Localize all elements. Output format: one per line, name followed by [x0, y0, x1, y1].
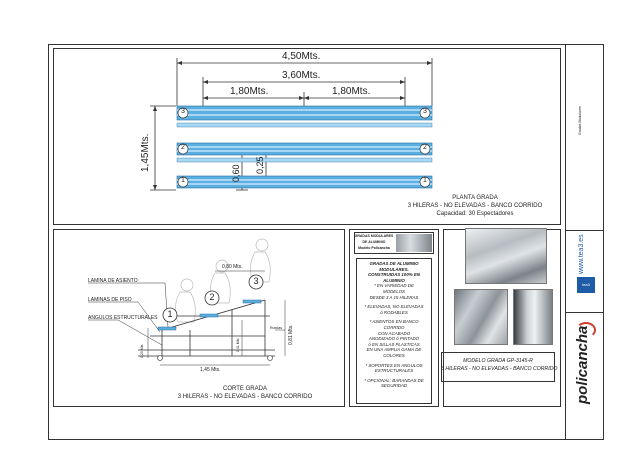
model-box [441, 352, 555, 382]
tea3-logo: tea3 [577, 277, 595, 293]
spec-line: ó RODABLES [380, 309, 408, 315]
plan-capacity: Capacidad: 30 Espectadores [436, 211, 514, 217]
titleblock-divider [565, 312, 604, 313]
row-number: 2 [423, 144, 427, 151]
brand-swoosh-icon [576, 322, 596, 338]
spec-lines: GRADAS DE ALUMINIO MODULARES. CONSTRUIDA… [356, 261, 432, 389]
spec-line: * EN VARIEDAD DE [374, 283, 414, 289]
spec-line: * OPCIONAL: BARANDAS DE [364, 377, 424, 383]
spec-line: ESTRUCTURALES [374, 368, 414, 374]
row-number: 1 [181, 177, 185, 184]
spec-panel [349, 229, 439, 407]
dim-020: 0,20 Mts. [140, 343, 144, 358]
spec-line: MODULARES. [379, 266, 409, 272]
spec-header-line1: GRADAS MODULARES [354, 234, 394, 238]
titleblock-text: Gradas Modulares [578, 106, 582, 135]
row-number: 3 [181, 108, 185, 115]
spec-line: MODELOS [383, 288, 405, 294]
row-number: 3 [423, 108, 427, 115]
label-ruedas: Ruedas [270, 326, 283, 330]
dim-081: 0,81 Mts. [288, 324, 294, 345]
section-title: CORTE GRADA [223, 386, 267, 392]
spec-header-line2: DE ALUMINIO [362, 240, 386, 244]
seat-number: 3 [253, 276, 259, 286]
dim-half-left: 1,80Mts. [230, 86, 269, 97]
spec-line: ALUMINIO [383, 277, 405, 283]
dim-080: 0,80 Mts. [222, 264, 243, 270]
spec-line: CORRIDO [383, 324, 405, 330]
spec-line: ANODIZADO ó PINTADO [368, 336, 420, 342]
spec-line: DESDE 3 A 15 HILERAS [369, 294, 419, 300]
titleblock-divider [565, 230, 604, 231]
spec-line: CON ACABADO [377, 330, 411, 336]
label-lamina-asiento: LAMINA DE ASIENTO [88, 278, 138, 284]
seat-number: 2 [209, 292, 215, 302]
spec-header-line3: Modelo Policancha [358, 246, 390, 250]
label-angulos: ANGULOS ESTRUCTURALES [88, 315, 158, 321]
row-number: 2 [181, 144, 185, 151]
model-line2: 3 HILERAS - NO ELEVADAS - BANCO CORRIDO [441, 366, 558, 372]
plan-subtitle: 3 HILERAS - NO ELEVADAS - BANCO CORRIDO [407, 203, 543, 209]
spec-line: * SOPORTES EN ANGULOS [365, 362, 423, 368]
section-subtitle: 3 HILERAS - NO ELEVADAS - BANCO CORRIDO [177, 394, 313, 400]
dim-total: 4,50Mts. [282, 51, 321, 62]
model-line1: MODELO GRADA GP-3145-R [463, 358, 533, 364]
spec-line: CONSTRUIDAS 100% EN [368, 272, 420, 278]
spec-header-box [354, 232, 434, 254]
spec-line: * ASIENTOS EN BANCO [369, 319, 419, 325]
spec-text-box [356, 258, 432, 404]
product-photo-main [465, 228, 547, 284]
spec-line: * ELEVADAS, NO ELEVADAS [364, 304, 424, 310]
plan-panel [53, 48, 561, 225]
spec-line: ó EN SILLAS PLASTICAS [368, 341, 420, 347]
spec-thumb-photo [396, 234, 432, 252]
seat-number: 1 [167, 309, 173, 319]
spec-line: GRADAS DE ALUMINIO [369, 261, 419, 266]
label-laminas-piso: LAMINAS DE PISO [88, 297, 132, 303]
dim-inner: 3,60Mts. [282, 70, 321, 81]
product-photo-detail [513, 289, 553, 345]
spec-line: EN UNA AMPLIA GAMA DE [366, 347, 422, 353]
row-number: 1 [423, 177, 427, 184]
dim-041: 0,41 Mts. [236, 337, 240, 352]
product-photo-side [454, 289, 508, 345]
section-panel [53, 229, 345, 407]
spec-line: SEGURIDAD [380, 383, 408, 389]
dim-half-right: 1,80Mts. [332, 86, 371, 97]
tea3-logo-text: tea3 [582, 282, 590, 287]
title-block [565, 44, 604, 440]
plan-title: PLANTA GRADA [452, 195, 498, 201]
spec-line: COLORES [383, 352, 405, 358]
dim-145: 1,45 Mts. [200, 367, 221, 373]
website-text: www.tea3.es [578, 234, 585, 274]
